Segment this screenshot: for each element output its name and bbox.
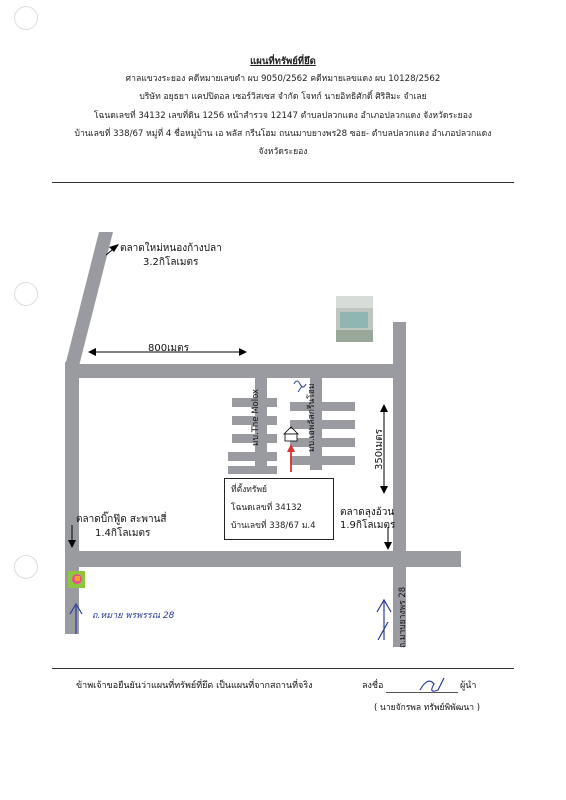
province-line: จังหวัดระยอง — [258, 147, 308, 157]
arrow-big-c-head — [68, 540, 76, 548]
nw-market-label: ตลาดใหม่หนองก้างปลา — [120, 243, 222, 254]
village-stub-5 — [228, 466, 277, 474]
footer-divider — [52, 668, 514, 669]
arrow-lung-uan-head — [384, 542, 392, 550]
north-mark-right-icon — [376, 598, 392, 641]
header-divider — [52, 182, 514, 183]
arrow-800m-right-head — [239, 348, 247, 356]
mabyang-road-label: ถ.มาบยางพร 28 — [398, 586, 408, 648]
village-stub-1 — [232, 398, 277, 407]
property-location-box: ที่ตั้งทรัพย์ โฉนดเลขที่ 34132 บ้านเลขที… — [224, 478, 334, 540]
big-c-market-distance: 1.4กิโลเมตร — [95, 528, 151, 539]
distance-800m-label: 800เมตร — [148, 343, 189, 354]
village-stub-2 — [232, 416, 277, 425]
arrow-350m-bottom-head — [380, 486, 388, 494]
punch-hole-top — [14, 6, 38, 30]
village-stub-3 — [232, 434, 277, 443]
signer-name: ( นายจักรพล ทรัพย์พิพัฒนา ) — [374, 703, 481, 713]
house-icon — [283, 426, 299, 442]
document-title: แผนที่ทรัพย์ที่ยึด — [250, 56, 316, 67]
parties-line: บริษัท อยุธยา แคปปิตอล เซอร์วิสเซส จำกัด… — [139, 92, 427, 102]
road-left-vertical — [65, 362, 79, 634]
signature-line — [386, 692, 458, 693]
signature-icon — [419, 677, 445, 692]
deed-line: โฉนดเลขที่ 34132 เลขที่ดิน 1256 หน้าสำรว… — [93, 111, 473, 121]
property-arrow-head — [287, 444, 295, 452]
property-box-title: ที่ตั้งทรัพย์ — [231, 485, 268, 495]
road-diagonal-nw — [65, 232, 113, 366]
punch-hole-bottom — [14, 555, 38, 579]
property-house-number: บ้านเลขที่ 338/67 ม.4 — [231, 521, 316, 531]
court-case-line: ศาลแขวงระยอง คดีหมายเลขดำ ผบ 9050/2562 ค… — [125, 74, 441, 84]
molox-village-road-label: มบ.The Molox — [251, 388, 261, 446]
village-stub-4 — [228, 452, 277, 461]
arrow-800m-left-head — [88, 348, 96, 356]
property-deed-number: โฉนดเลขที่ 34132 — [231, 503, 302, 513]
village-stub-8 — [290, 438, 355, 447]
signer-role: ผู้นำ — [460, 681, 477, 691]
arrow-350m-top-head — [380, 404, 388, 412]
distance-350m-label: 350เมตร — [374, 429, 385, 470]
road-top-horizontal — [65, 364, 405, 378]
aplus-village-road-label: มบ.เอพลัสกรีนโฮม — [307, 383, 317, 452]
road-bottom-horizontal — [65, 551, 461, 567]
arrow-nw-market-head — [109, 244, 119, 252]
address-line: บ้านเลขที่ 338/67 หมู่ที่ 4 ชื่อหมู่บ้าน… — [74, 129, 492, 139]
store-logo-icon — [68, 571, 85, 588]
lung-uan-market-label: ตลาดลุงอ้วน — [340, 507, 395, 518]
lung-uan-market-distance: 1.9กิโลเมตร — [340, 520, 396, 531]
landmark-photo-icon — [336, 296, 373, 342]
village-stub-9 — [290, 456, 355, 465]
confirmation-statement: ข้าพเจ้าขอยืนยันว่าแผนที่ทรัพย์ที่ยึด เป… — [76, 681, 313, 691]
north-mark-left-icon — [69, 602, 83, 634]
village-stub-7 — [290, 420, 355, 429]
punch-hole-middle — [14, 282, 38, 306]
handwritten-road-note: ถ.หมาย พรพรรณ 28 — [92, 611, 175, 621]
handwritten-mark-icon — [293, 380, 307, 393]
signature-label: ลงชื่อ — [362, 681, 384, 691]
nw-market-distance: 3.2กิโลเมตร — [143, 257, 199, 268]
village-stub-6 — [290, 402, 355, 411]
big-c-market-label: ตลาดบิ๊กฟู๊ด สะพานสี่ — [76, 514, 167, 525]
